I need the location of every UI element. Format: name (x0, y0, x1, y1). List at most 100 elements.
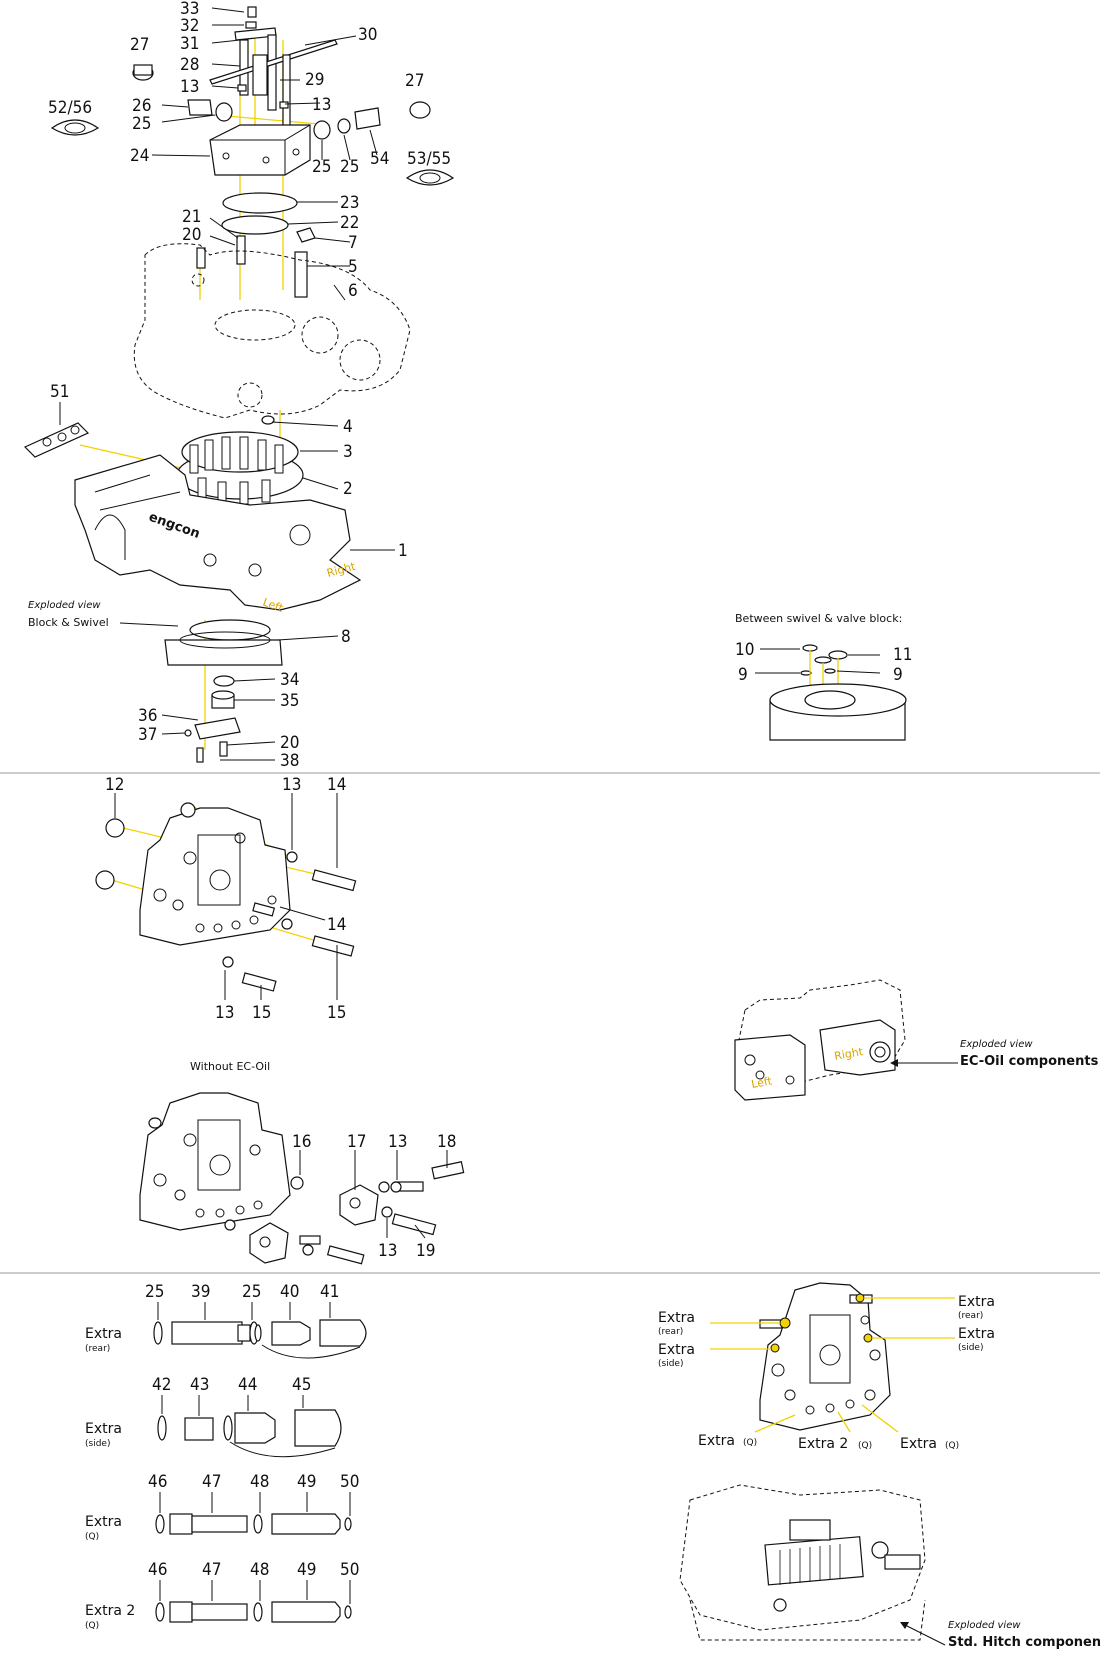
valve-label: Extra 2 (798, 1436, 848, 1452)
ec-right-label: Right (833, 1045, 864, 1063)
callout: 8 (341, 627, 351, 647)
valve-sub-label: (rear) (658, 1327, 683, 1337)
valve-sub-label: (rear) (958, 1311, 983, 1321)
callout: 34 (280, 670, 299, 690)
callout: 53/55 (407, 149, 451, 169)
callout: 23 (340, 193, 359, 213)
callout: 51 (50, 382, 69, 402)
callout: 21 (182, 207, 201, 227)
callout: 39 (191, 1282, 210, 1302)
callout: 46 (148, 1472, 167, 1492)
callout: 46 (148, 1560, 167, 1580)
callout: 25 (340, 157, 359, 177)
callout: 1 (398, 541, 408, 561)
callout: 6 (348, 281, 358, 301)
row-label: Extra 2 (85, 1603, 135, 1619)
callout: 3 (343, 442, 353, 462)
callout: 47 (202, 1472, 221, 1492)
callout: 32 (180, 16, 199, 36)
callout: 30 (358, 25, 377, 45)
valve-label: Extra (658, 1342, 695, 1358)
callout: 36 (138, 706, 157, 726)
valve-label: Extra (698, 1433, 735, 1449)
callout: 43 (190, 1375, 209, 1395)
callout: 15 (252, 1003, 271, 1023)
without-ec-oil-caption: Without EC-Oil (190, 1060, 270, 1073)
callout: 9 (893, 665, 903, 685)
callout: 25 (312, 157, 331, 177)
callout: 4 (343, 417, 353, 437)
callout: 44 (238, 1375, 257, 1395)
valve-sub-label: (side) (658, 1359, 683, 1369)
callout: 13 (282, 775, 301, 795)
row-label: Extra (85, 1514, 122, 1530)
ec-left-label: Left (750, 1074, 773, 1091)
callout: 9 (738, 665, 748, 685)
callout: 50 (340, 1560, 359, 1580)
callout: 25 (242, 1282, 261, 1302)
callout: 20 (280, 733, 299, 753)
row-sub-label: (side) (85, 1439, 110, 1449)
extra-connections-section: Extra (rear) 25 39 25 40 41 Extra (side)… (85, 1282, 1100, 1650)
callout: 29 (305, 70, 324, 90)
callout: 52/56 (48, 98, 92, 118)
callout: 5 (348, 257, 358, 277)
exploded-view-caption: Exploded view (28, 600, 101, 611)
valve-sub-label: (side) (958, 1343, 983, 1353)
callout: 13 (378, 1241, 397, 1261)
valve-label: Extra (900, 1436, 937, 1452)
callout: 49 (297, 1472, 316, 1492)
row-sub-label: (Q) (85, 1621, 99, 1631)
block-swivel-title: Block & Swivel (28, 616, 109, 629)
callout: 27 (130, 35, 149, 55)
callout: 27 (405, 71, 424, 91)
callout: 48 (250, 1560, 269, 1580)
callout: 13 (180, 77, 199, 97)
hitch-exploded-view-caption: Exploded view (948, 1620, 1021, 1631)
callout: 54 (370, 149, 389, 169)
callout: 10 (735, 640, 754, 660)
ec-oil-title: EC-Oil components (960, 1054, 1099, 1069)
callout: 40 (280, 1282, 299, 1302)
callout: 47 (202, 1560, 221, 1580)
row-sub-label: (Q) (85, 1532, 99, 1542)
valve-label: Extra (658, 1310, 695, 1326)
callout: 33 (180, 0, 199, 19)
row-sub-label: (rear) (85, 1344, 110, 1354)
callout: 37 (138, 725, 157, 745)
callout: 49 (297, 1560, 316, 1580)
swivel-valve-detail: Between swivel & valve block: 10 11 9 9 (735, 612, 912, 741)
callout: 2 (343, 479, 353, 499)
valve-sub-label: (Q) (945, 1441, 959, 1451)
callout: 17 (347, 1132, 366, 1152)
row-label: Extra (85, 1326, 122, 1342)
callout: 13 (388, 1132, 407, 1152)
callout: 13 (312, 95, 331, 115)
callout: 7 (348, 233, 358, 253)
callout: 14 (327, 775, 346, 795)
valve-sub-label: (Q) (858, 1441, 872, 1451)
callout: 28 (180, 55, 199, 75)
callout: 25 (132, 114, 151, 134)
callout: 24 (130, 146, 149, 166)
callout: 31 (180, 34, 199, 54)
callout: 35 (280, 691, 299, 711)
callout: 50 (340, 1472, 359, 1492)
row-label: Extra (85, 1421, 122, 1437)
callout: 48 (250, 1472, 269, 1492)
callout: 42 (152, 1375, 171, 1395)
callout: 15 (327, 1003, 346, 1023)
callout: 26 (132, 96, 151, 116)
callout: 22 (340, 213, 359, 233)
callout: 25 (145, 1282, 164, 1302)
callout: 16 (292, 1132, 311, 1152)
callout: 20 (182, 225, 201, 245)
callout: 11 (893, 645, 912, 665)
valve-sub-label: (Q) (743, 1438, 757, 1448)
callout: 13 (215, 1003, 234, 1023)
valve-label: Extra (958, 1294, 995, 1310)
callout: 41 (320, 1282, 339, 1302)
callout: 19 (416, 1241, 435, 1261)
callout: 12 (105, 775, 124, 795)
